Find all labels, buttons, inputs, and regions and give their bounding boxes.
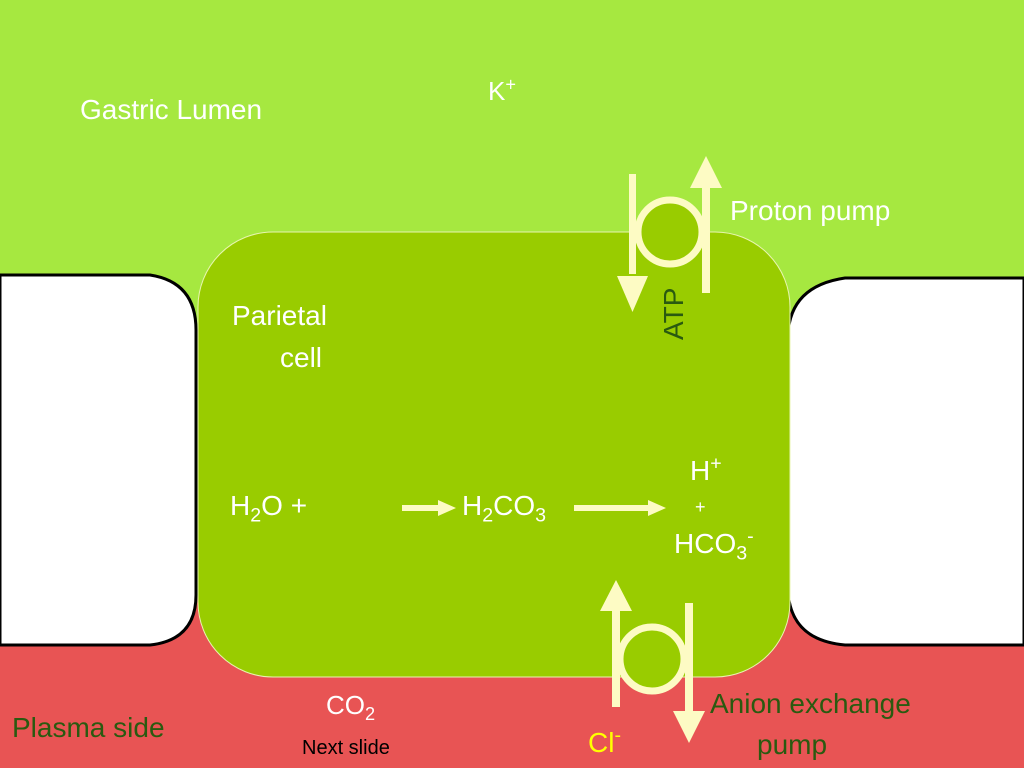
chloride-ion-label: Cl-	[588, 724, 621, 758]
proton-pump	[617, 156, 722, 312]
reaction-arrow-2	[574, 500, 666, 516]
plus-sign: +	[695, 497, 706, 517]
next-slide-link[interactable]: Next slide	[302, 737, 390, 759]
bicarbonate-label: HCO3-	[674, 525, 754, 565]
water-label: H2O +	[230, 490, 308, 527]
reaction-arrow-1	[402, 500, 456, 516]
plasma-side-label: Plasma side	[12, 712, 165, 743]
anion-exchange-pump-label-line1: Anion exchange	[710, 688, 911, 719]
parietal-cell-label-line1: Parietal	[232, 300, 327, 331]
potassium-ion-label: K+	[488, 74, 516, 106]
anion-exchange-pump	[600, 580, 705, 743]
gastric-lumen-label: Gastric Lumen	[80, 94, 263, 125]
right-neighbor-cell	[786, 276, 1024, 647]
parietal-cell-label-line2: cell	[280, 342, 323, 373]
carbonic-acid-label: H2CO3	[462, 490, 547, 527]
anion-exchange-pump-label-line2: pump	[757, 729, 828, 760]
atp-label: ATP	[658, 287, 689, 340]
parietal-cell	[197, 231, 791, 678]
left-neighbor-cell	[0, 273, 198, 647]
proton-pump-label: Proton pump	[730, 195, 891, 226]
co2-label: CO2	[326, 690, 376, 725]
hydrogen-ion-label: H+	[690, 452, 722, 486]
